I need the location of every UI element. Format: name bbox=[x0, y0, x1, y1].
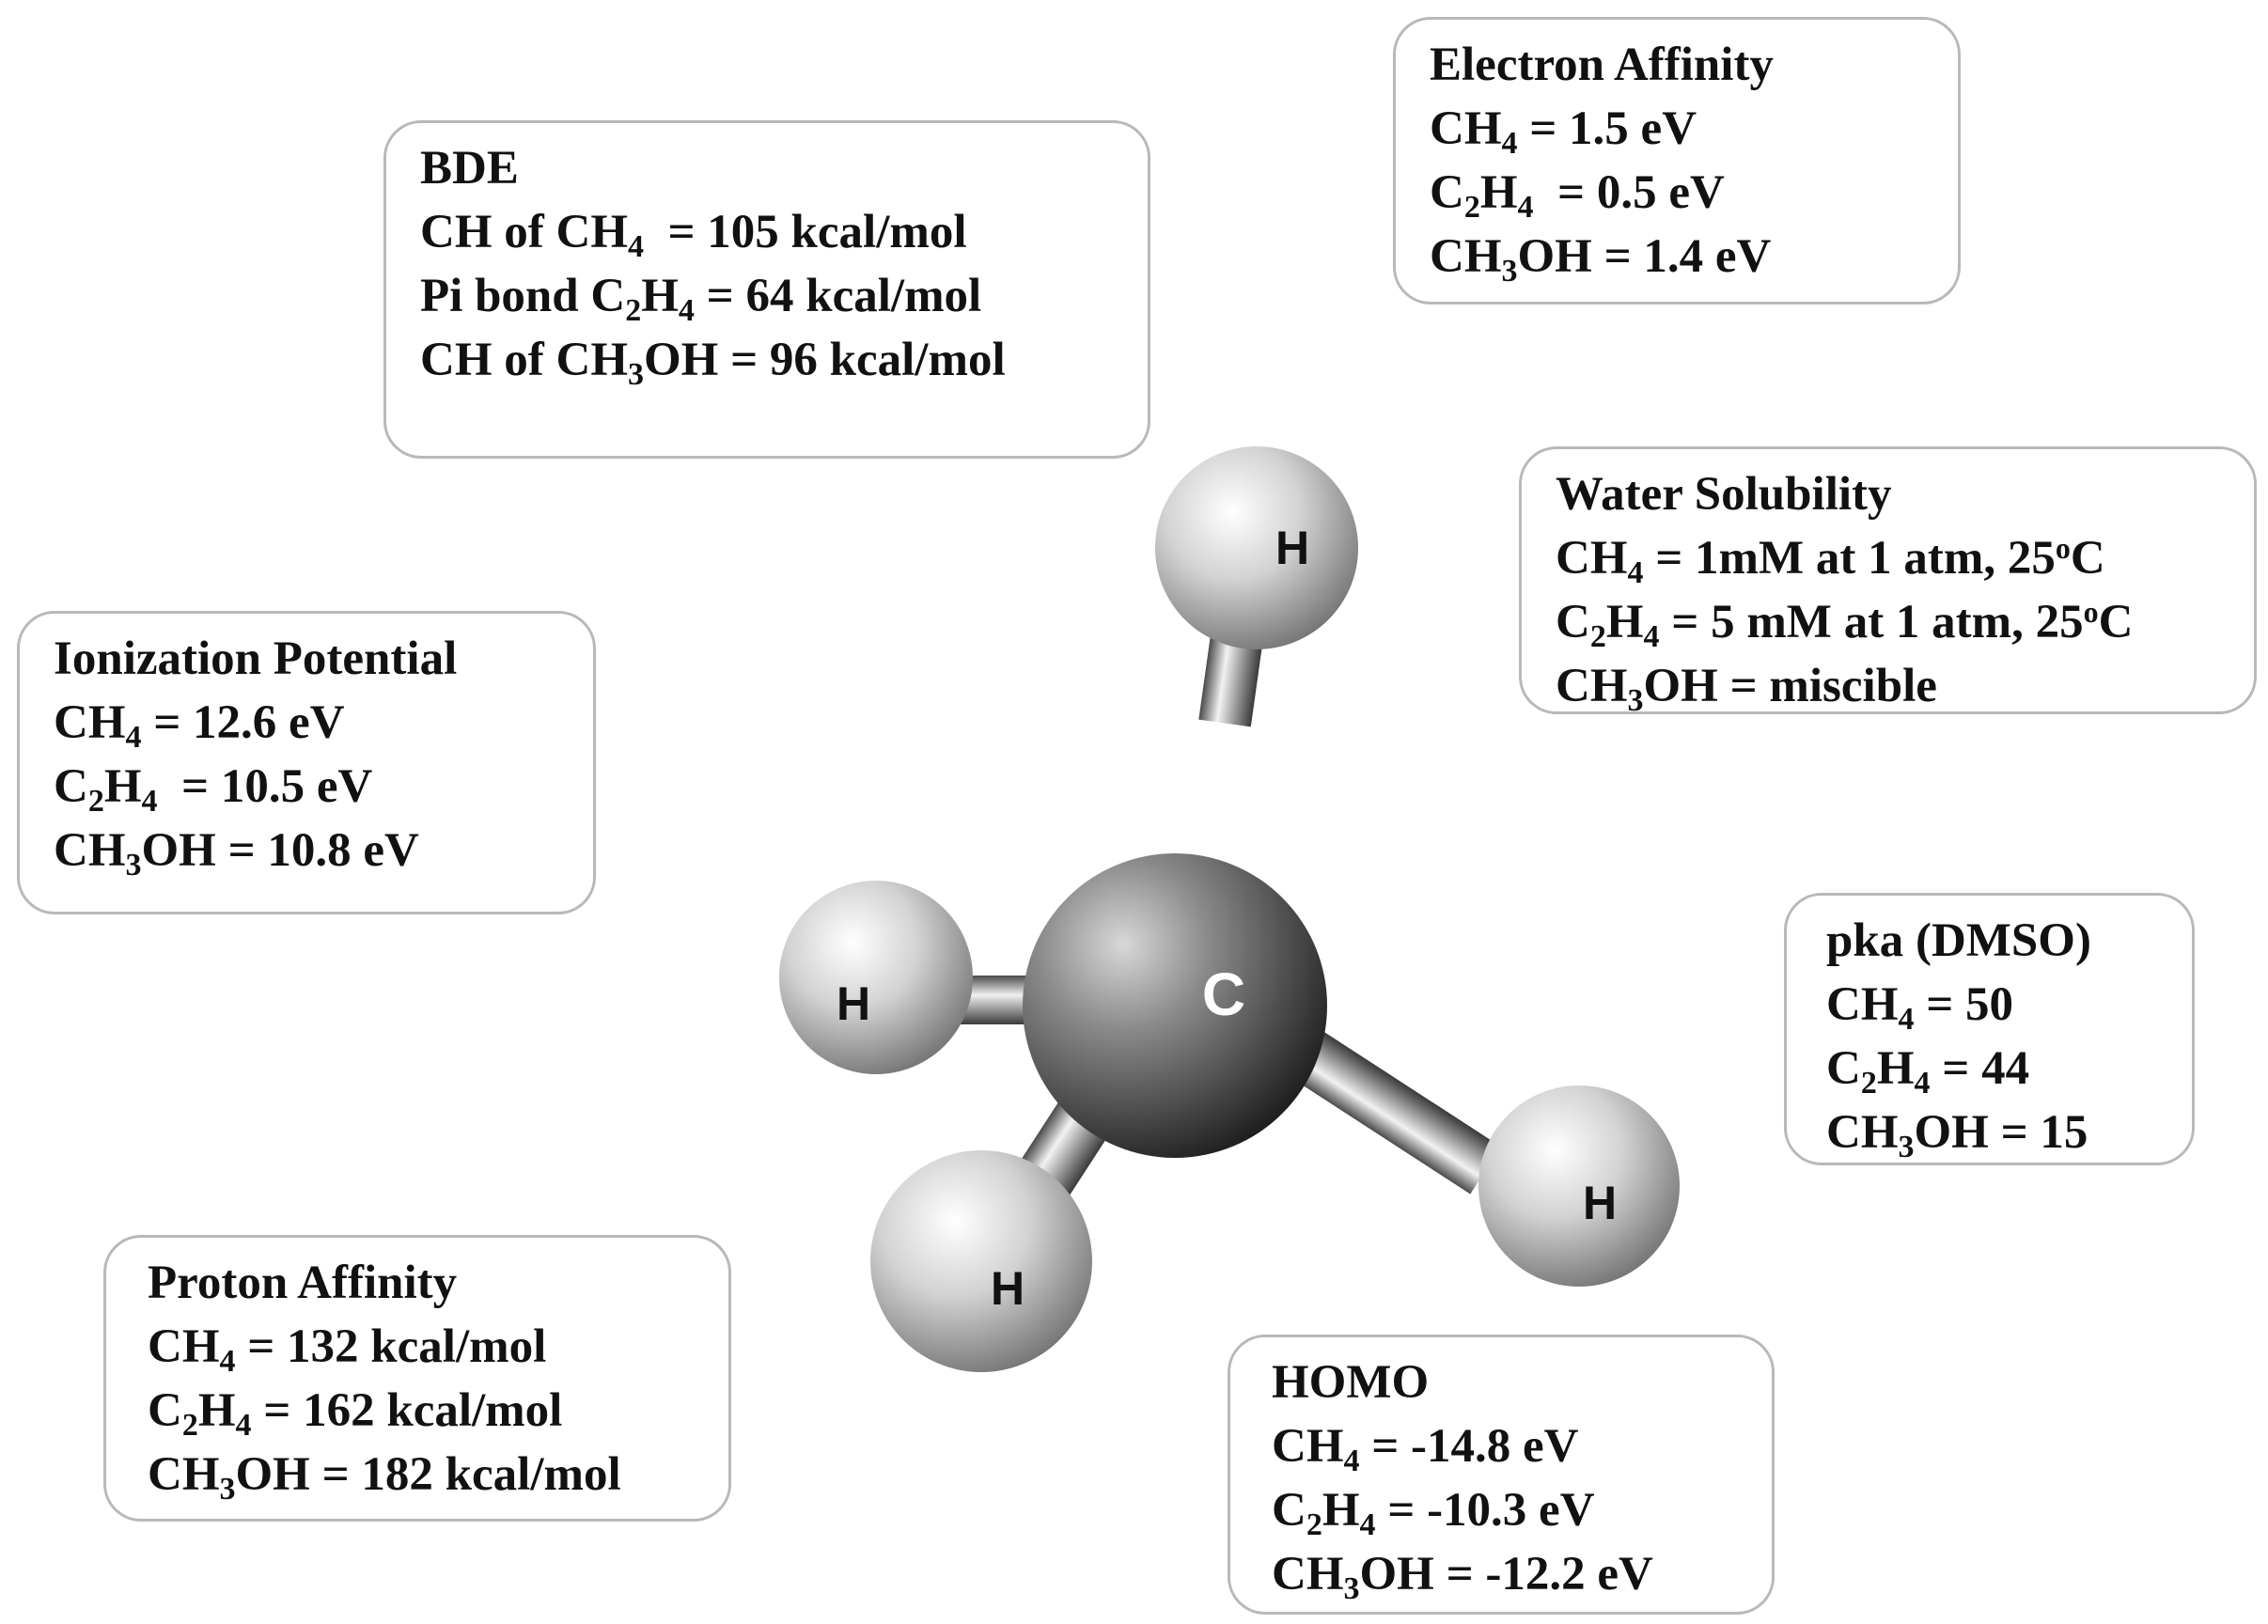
ionization-potential-ch4-line: CH4 = 12.6 eV bbox=[54, 696, 345, 755]
water-solubility-ch4-line: CH4 = 1mM at 1 atm, 25oC bbox=[1556, 531, 2105, 590]
hydrogen-atom-bottom: H bbox=[870, 1150, 1092, 1372]
bde-box: BDE CH of CH4 = 105 kcal/mol Pi bond C2H… bbox=[383, 120, 1150, 459]
water-solubility-ch3oh-line: CH3OH = miscible bbox=[1556, 660, 1937, 718]
electron-affinity-ch4-line: CH4 = 1.5 eV bbox=[1430, 102, 1697, 161]
hydrogen-atom-right: H bbox=[1478, 1085, 1680, 1287]
electron-affinity-c2h4-line: C2H4 = 0.5 eV bbox=[1430, 166, 1725, 225]
proton-affinity-box: Proton Affinity CH4 = 132 kcal/mol C2H4 … bbox=[103, 1235, 731, 1522]
bde-title: BDE bbox=[420, 142, 519, 195]
proton-affinity-c2h4-line: C2H4 = 162 kcal/mol bbox=[148, 1384, 563, 1443]
water-solubility-box: Water Solubility CH4 = 1mM at 1 atm, 25o… bbox=[1519, 446, 2257, 717]
pka-ch3oh-line: CH3OH = 15 bbox=[1826, 1106, 2088, 1164]
svg-text:C: C bbox=[1202, 960, 1245, 1028]
pka-box: pka (DMSO) CH4 = 50 C2H4 = 44 CH3OH = 15 bbox=[1784, 893, 2195, 1165]
electron-affinity-ch3oh-line: CH3OH = 1.4 eV bbox=[1430, 230, 1772, 289]
bde-ch4-line: CH of CH4 = 105 kcal/mol bbox=[420, 206, 967, 264]
water-solubility-title: Water Solubility bbox=[1556, 468, 1892, 521]
svg-text:H: H bbox=[837, 977, 870, 1030]
water-solubility-c2h4-line: C2H4 = 5 mM at 1 atm, 25oC bbox=[1556, 595, 2134, 654]
ionization-potential-title: Ionization Potential bbox=[54, 632, 458, 685]
carbon-atom: C bbox=[1023, 853, 1327, 1158]
hydrogen-atom-top: H bbox=[1155, 446, 1358, 649]
homo-c2h4-line: C2H4 = -10.3 eV bbox=[1272, 1484, 1595, 1542]
bde-ch3oh-line: CH of CH3OH = 96 kcal/mol bbox=[420, 334, 1006, 392]
hydrogen-atom-left: H bbox=[779, 881, 973, 1074]
pka-c2h4-line: C2H4 = 44 bbox=[1826, 1042, 2030, 1101]
electron-affinity-box: Electron Affinity CH4 = 1.5 eV C2H4 = 0.… bbox=[1393, 17, 1961, 304]
proton-affinity-ch4-line: CH4 = 132 kcal/mol bbox=[148, 1320, 547, 1379]
bond-lower-right bbox=[1273, 1019, 1501, 1195]
svg-text:H: H bbox=[1275, 522, 1309, 574]
pka-title: pka (DMSO) bbox=[1826, 914, 2091, 967]
bde-c2h4-line: Pi bond C2H4 = 64 kcal/mol bbox=[420, 270, 982, 328]
homo-box: HOMO CH4 = -14.8 eV C2H4 = -10.3 eV CH3O… bbox=[1228, 1335, 1775, 1615]
pka-ch4-line: CH4 = 50 bbox=[1826, 978, 2014, 1037]
svg-text:H: H bbox=[1583, 1177, 1617, 1229]
ionization-potential-c2h4-line: C2H4 = 10.5 eV bbox=[54, 760, 373, 819]
ionization-potential-ch3oh-line: CH3OH = 10.8 eV bbox=[54, 824, 419, 882]
homo-title: HOMO bbox=[1272, 1356, 1430, 1409]
homo-ch3oh-line: CH3OH = -12.2 eV bbox=[1272, 1548, 1653, 1606]
electron-affinity-title: Electron Affinity bbox=[1430, 39, 1774, 91]
proton-affinity-title: Proton Affinity bbox=[148, 1257, 458, 1309]
ionization-potential-box: Ionization Potential CH4 = 12.6 eV C2H4 … bbox=[17, 611, 596, 914]
proton-affinity-ch3oh-line: CH3OH = 182 kcal/mol bbox=[148, 1448, 621, 1507]
svg-text:H: H bbox=[991, 1262, 1025, 1315]
homo-ch4-line: CH4 = -14.8 eV bbox=[1272, 1420, 1579, 1478]
